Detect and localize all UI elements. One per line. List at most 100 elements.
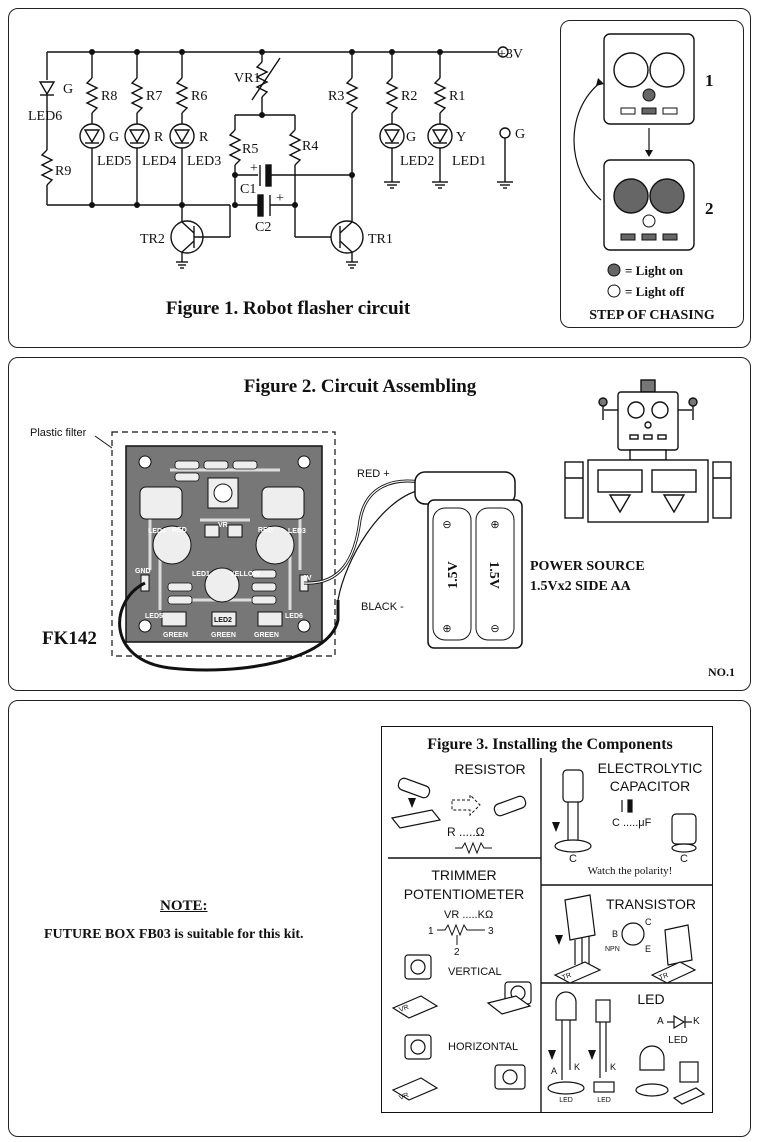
pcb-tr2 <box>204 524 220 538</box>
pcb-led4-label: LED4 <box>148 528 166 535</box>
resistor-value: R .....Ω <box>447 825 485 839</box>
c2-label: C2 <box>255 220 271 235</box>
svg-text:⊖: ⊖ <box>490 623 499 635</box>
led-sym-a: A <box>657 1016 664 1027</box>
pcb-green2-label: GREEN <box>211 632 236 639</box>
pcb-red2-label: RED <box>258 527 273 534</box>
vr-pin3: 3 <box>488 926 494 937</box>
resistor-arrow-icon <box>408 798 416 808</box>
black-wire-label: BLACK - <box>361 601 404 613</box>
figure2-title: Figure 2. Circuit Assembling <box>244 376 477 397</box>
r6-label: R6 <box>191 89 207 104</box>
transistor-illustration <box>553 894 697 984</box>
trimmer-title-2: POTENTIOMETER <box>404 886 525 902</box>
light-off-icon <box>607 284 621 298</box>
pcb-yellow-label: YELLOW <box>230 571 260 578</box>
resistor-illustration <box>390 777 527 829</box>
led-illustration <box>547 991 706 1105</box>
led-pin-k-2: K <box>610 1062 616 1072</box>
vr-label-2: VR <box>398 1092 410 1102</box>
pcb-resistors-top <box>174 460 258 482</box>
pcb-led5 <box>161 611 187 627</box>
pcb-led2 <box>211 611 237 627</box>
pcb-tr1 <box>227 524 243 538</box>
led2-label: LED2 <box>400 154 434 169</box>
led-sym-label: LED <box>668 1035 687 1046</box>
tr2-label: TR2 <box>140 232 165 247</box>
led-arrow-icon-2 <box>588 1050 596 1060</box>
horizontal-label: HORIZONTAL <box>448 1041 518 1053</box>
electrolytic-illustration <box>554 769 697 853</box>
figure1-caption: Figure 1. Robot flasher circuit <box>166 298 411 319</box>
chasing-title: STEP OF CHASING <box>589 308 715 323</box>
led-sym-k: K <box>693 1016 700 1027</box>
led-pin-a: A <box>551 1066 557 1076</box>
tr-label-1: TR <box>561 972 572 982</box>
cap-value: C .....μF <box>612 817 652 829</box>
transistor-e: E <box>645 944 651 954</box>
led3-color: R <box>199 130 209 145</box>
r7-label: R7 <box>146 89 162 104</box>
battery-2 <box>475 507 515 641</box>
electrolytic-title-2: CAPACITOR <box>610 778 690 794</box>
transistor-title: TRANSISTOR <box>606 896 696 912</box>
vr-pin2: 2 <box>454 947 460 958</box>
cap-c-label-1: C <box>569 853 577 865</box>
pcb-resistors-bottom <box>167 569 277 605</box>
pcb-red1-label: RED <box>172 527 187 534</box>
r3-label: R3 <box>328 89 344 104</box>
svg-text:⊕: ⊕ <box>490 519 499 531</box>
plastic-filter-label: Plastic filter <box>30 427 87 439</box>
pcb-vr-label: VR <box>218 522 228 529</box>
pcb-led1 <box>204 567 240 603</box>
pcb-green3-label: GREEN <box>254 632 279 639</box>
page-number: NO.1 <box>708 665 735 679</box>
r5-label: R5 <box>242 142 258 157</box>
led6-color: G <box>63 82 73 97</box>
vr1-label: VR1 <box>234 71 260 86</box>
led-label-1: LED <box>559 1097 573 1104</box>
r4-label: R4 <box>302 139 318 154</box>
figure2-assembly: Figure 2. Circuit Assembling Plastic fil… <box>30 376 735 679</box>
led-label-2: LED <box>597 1097 611 1104</box>
step2-number: 2 <box>705 199 714 218</box>
cap-arrow-icon <box>552 822 560 832</box>
black-wire <box>118 581 340 672</box>
chasing-step1 <box>603 33 695 125</box>
trimmer-horizontal-illustration <box>391 1034 526 1101</box>
resistor-symbol <box>455 841 492 855</box>
battery-1 <box>432 507 472 641</box>
led5-label: LED5 <box>97 154 131 169</box>
pcb-led6-label: LED6 <box>285 613 303 620</box>
pcb-gnd-label: GND <box>135 568 151 575</box>
figure3-title: Figure 3. Installing the Components <box>427 736 673 753</box>
figure1-schematic: +3V G G LED6 R9 R8 G LED5 R7 R LED4 R6 R… <box>28 33 715 323</box>
red-wire-label: RED + <box>357 468 390 480</box>
pcb-mount-holes <box>138 455 311 633</box>
plastic-filter-outline <box>111 431 336 657</box>
cap-c-label-2: C <box>680 853 688 865</box>
pcb-led6 <box>257 611 283 627</box>
resistor-step-arrow-icon <box>451 793 481 817</box>
pcb-led2-label: LED2 <box>214 617 232 624</box>
led-title: LED <box>637 991 664 1007</box>
tr-label-2: TR <box>658 972 669 982</box>
pcb-led5-label: LED5 <box>145 613 163 620</box>
polarity-note: Watch the polarity! <box>588 865 673 877</box>
led-arrow-icon-1 <box>548 1050 556 1060</box>
power-source-title: POWER SOURCE <box>530 559 645 574</box>
resistor-title: RESISTOR <box>454 761 525 777</box>
vr-value: VR .....KΩ <box>444 909 493 921</box>
pcb-c1 <box>139 486 183 520</box>
pcb-c2 <box>261 486 305 520</box>
figure3-box <box>381 726 713 1113</box>
vr-pin1: 1 <box>428 926 434 937</box>
light-on-icon <box>607 263 621 277</box>
pcb-led4 <box>152 525 192 565</box>
vertical-label: VERTICAL <box>448 966 502 978</box>
note-title: NOTE: <box>160 898 208 914</box>
transistor-npn: NPN <box>605 946 620 953</box>
light-on-label: = Light on <box>625 263 684 278</box>
pcb-led3-label: LED3 <box>288 528 306 535</box>
